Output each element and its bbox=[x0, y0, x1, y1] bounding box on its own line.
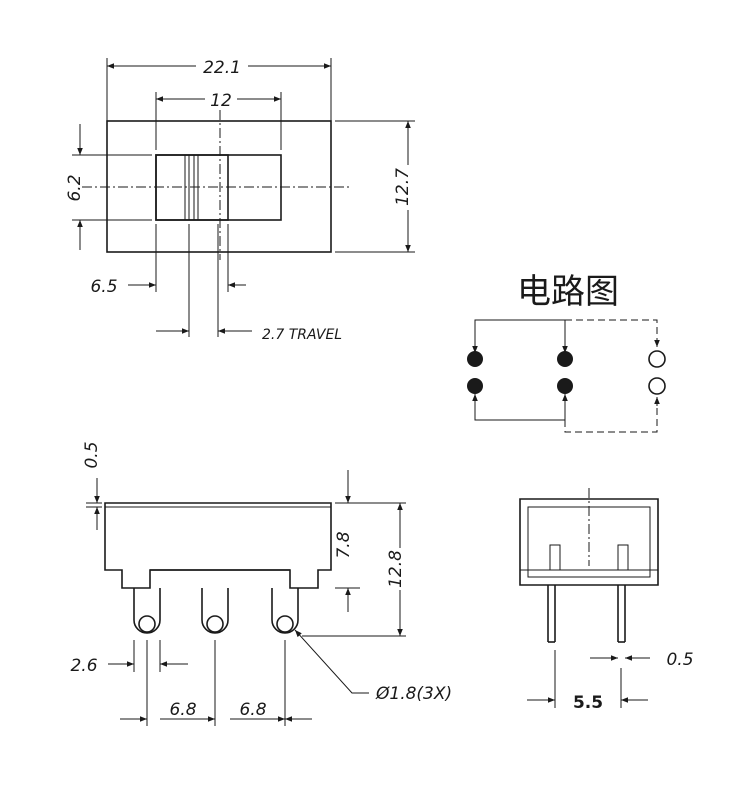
pin-hole bbox=[276, 615, 294, 633]
terminal-dot bbox=[467, 351, 483, 367]
top-view: 22.1 12 6.2 12.7 6.5 2.7 TRAVEL bbox=[65, 58, 415, 343]
terminal-dot bbox=[557, 378, 573, 394]
dim-actuator-offset: 6.5 bbox=[90, 277, 117, 297]
terminal-dot bbox=[557, 351, 573, 367]
dim-pin-thickness: 0.5 bbox=[666, 650, 693, 670]
dim-slot-width: 12 bbox=[210, 91, 232, 111]
dim-overall-height: 12.7 bbox=[393, 168, 413, 206]
side-body-outline bbox=[519, 498, 659, 586]
pin-hole bbox=[206, 615, 224, 633]
circuit-title: 电路图 bbox=[517, 272, 619, 312]
dim-travel: 2.7 TRAVEL bbox=[262, 327, 342, 343]
dim-pitch-2: 6.8 bbox=[239, 700, 266, 720]
dim-pin-spacing: 5.5 bbox=[573, 693, 603, 713]
dim-overall-width: 22.1 bbox=[203, 58, 241, 78]
pin bbox=[133, 588, 161, 634]
dim-top-thickness: 0.5 bbox=[82, 441, 102, 468]
terminal-open bbox=[648, 350, 666, 368]
pin bbox=[201, 588, 229, 634]
dim-hole: Ø1.8(3X) bbox=[375, 684, 452, 704]
pin-hole bbox=[138, 615, 156, 633]
terminal-open bbox=[648, 377, 666, 395]
dim-body-height: 7.8 bbox=[334, 531, 354, 558]
side-view: 0.5 5.5 bbox=[519, 488, 694, 713]
dim-total-height: 12.8 bbox=[386, 550, 406, 588]
pin bbox=[271, 588, 299, 634]
dim-pin-width: 2.6 bbox=[70, 656, 97, 676]
dim-pitch-1: 6.8 bbox=[169, 700, 196, 720]
front-body-outline bbox=[104, 502, 332, 589]
dim-slot-height: 6.2 bbox=[65, 174, 85, 201]
terminal-dot bbox=[467, 378, 483, 394]
circuit-diagram: 电路图 bbox=[467, 272, 666, 433]
front-view: 0.5 7.8 12.8 2.6 6.8 6.8 Ø1.8(3X) bbox=[70, 441, 452, 726]
